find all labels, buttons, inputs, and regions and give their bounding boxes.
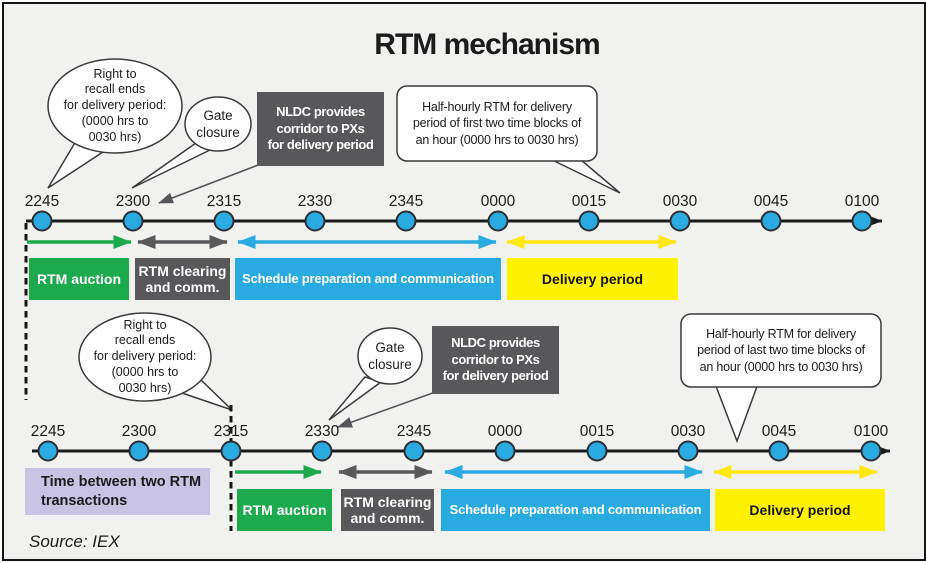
speech-bubble-recall-bottom [78, 312, 233, 411]
phase-rtm-auction-bottom: RTM auction [237, 489, 332, 531]
tick-label: 2245 [24, 193, 60, 210]
tick-label: 0030 [662, 193, 698, 210]
tick-label: 2300 [121, 423, 157, 440]
phase-delivery-top: Delivery period [507, 258, 678, 300]
tick-label: 0100 [853, 423, 889, 440]
callout-half-hourly-bottom-text: Half-hourly RTM for delivery period of l… [697, 326, 865, 374]
speech-bubble-gate-closure-top [131, 96, 252, 189]
speech-bubble-gate-closure-bottom-text: Gate closure [368, 340, 412, 372]
timeline-bottom [32, 405, 891, 531]
tick-label: 2315 [213, 423, 249, 440]
tick-label: 2345 [388, 193, 424, 210]
tick-label: 0045 [761, 423, 797, 440]
tick-label: 0030 [670, 423, 706, 440]
tick-label: 2330 [304, 423, 340, 440]
tick-label: 0000 [480, 193, 516, 210]
source-label: Source: IEX [29, 532, 120, 551]
tick-label: 0000 [487, 423, 523, 440]
speech-bubble-recall-top-text: Right to recall ends for delivery period… [63, 66, 167, 144]
tick-label: 2345 [396, 423, 432, 440]
timeline-bottom-nodes [37, 440, 882, 462]
phase-rtm-clearing-top: RTM clearing and comm. [135, 258, 230, 300]
diagram-shapes [24, 58, 891, 531]
phase-rtm-clearing-bottom: RTM clearing and comm. [341, 489, 434, 531]
leader-arrow-nldc-bottom [337, 389, 442, 428]
phase-schedule-top: Schedule preparation and communication [235, 258, 501, 300]
tick-label: 0045 [753, 193, 789, 210]
tick-label: 2330 [297, 193, 333, 210]
timeline-top-nodes [31, 210, 873, 232]
tick-label: 0015 [579, 423, 615, 440]
tick-label: 2315 [206, 193, 242, 210]
callout-nldc-top: NLDC provides corridor to PXs for delive… [257, 92, 384, 166]
phase-schedule-bottom: Schedule preparation and communication [441, 489, 710, 531]
callout-half-hourly-top-text: Half-hourly RTM for delivery period of f… [412, 99, 582, 147]
phase-rtm-auction-top: RTM auction [29, 258, 129, 300]
page-title: RTM mechanism [374, 28, 600, 61]
callout-nldc-bottom: NLDC provides corridor to PXs for delive… [432, 326, 559, 394]
tick-label: 2300 [115, 193, 151, 210]
speech-bubble-gate-closure-bottom [328, 327, 423, 421]
tick-label: 0100 [844, 193, 880, 210]
gap-between-transactions-box: Time between two RTM transactions [25, 468, 210, 515]
tick-label: 2245 [30, 423, 66, 440]
callout-half-hourly-top [396, 85, 621, 194]
speech-bubble-recall-top [47, 58, 183, 189]
phase-delivery-bottom: Delivery period [715, 489, 885, 531]
leader-arrow-nldc-top [158, 161, 267, 204]
timeline-top [24, 210, 883, 400]
tick-label: 0015 [571, 193, 607, 210]
callout-half-hourly-bottom [680, 313, 882, 444]
speech-bubble-recall-bottom-text: Right to recall ends for delivery period… [93, 317, 197, 395]
speech-bubble-gate-closure-top-text: Gate closure [196, 108, 240, 140]
